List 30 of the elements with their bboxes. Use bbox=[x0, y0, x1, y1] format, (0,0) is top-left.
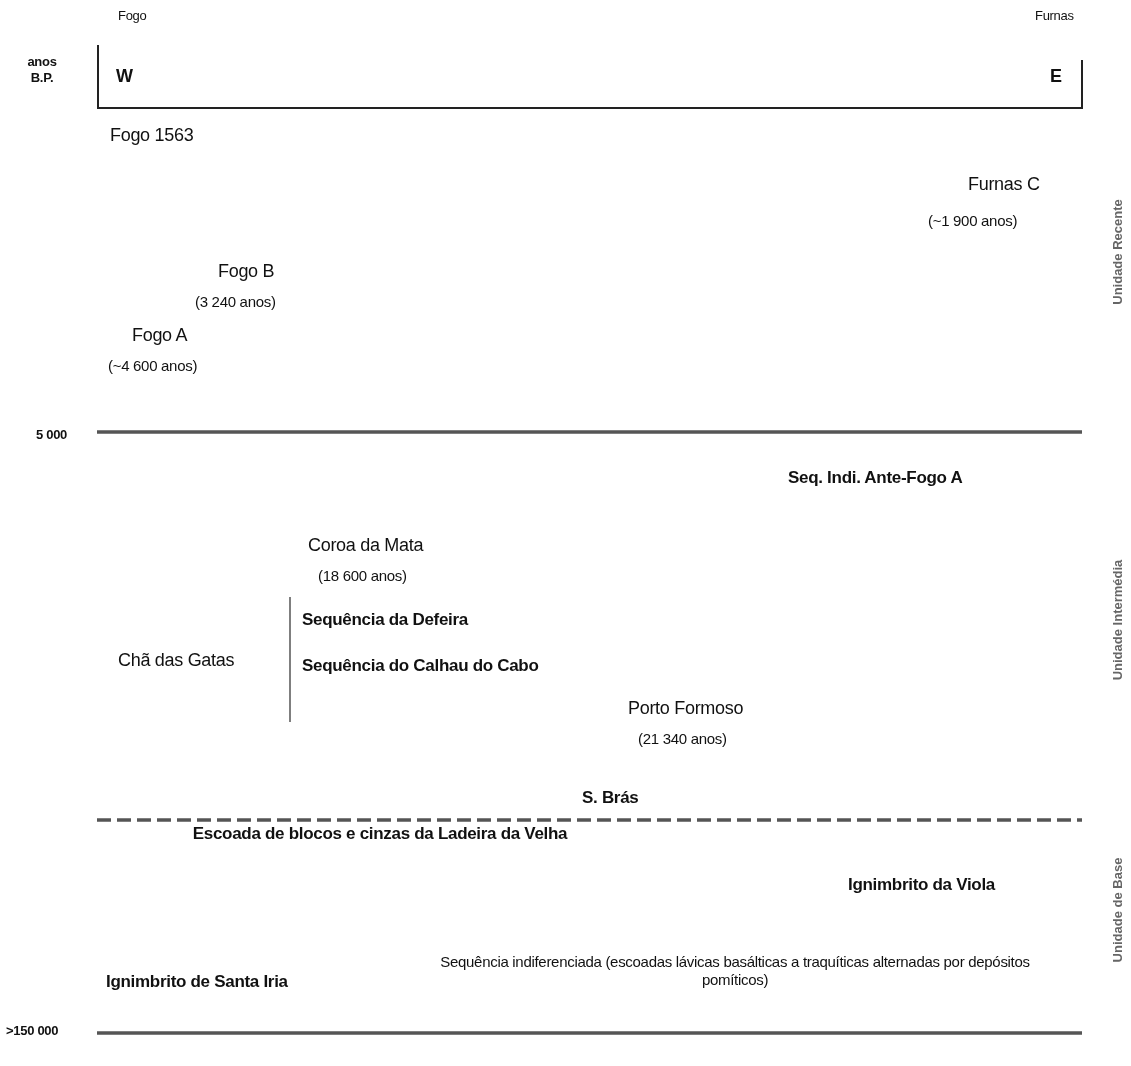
unit-name: Chã das Gatas bbox=[118, 650, 235, 672]
age-label: (3 240 anos) bbox=[195, 293, 276, 311]
unit-label: Unidade de Base bbox=[1109, 857, 1125, 963]
place-name: Furnas bbox=[1035, 8, 1074, 24]
unit-name: Furnas C bbox=[968, 174, 1040, 196]
unit-name: Sequência do Calhau do Cabo bbox=[302, 656, 540, 677]
age-label: (18 600 anos) bbox=[318, 567, 407, 585]
age-label: (21 340 anos) bbox=[638, 730, 727, 748]
unit-name: Coroa da Mata bbox=[308, 535, 424, 557]
place-name: Fogo bbox=[118, 8, 147, 24]
unit-name: Ignimbrito de Santa Iria bbox=[106, 972, 288, 993]
unit-name: Escoada de blocos e cinzas da Ladeira da Velha bbox=[191, 824, 569, 845]
unit-name: S. Brás bbox=[582, 788, 639, 809]
direction-letter: W bbox=[116, 66, 133, 88]
unit-name: Seq. Indi. Ante-Fogo A bbox=[788, 468, 963, 489]
unit-description: Sequência indiferenciada (escoadas lávicas basálticas a traquíticas alternadas por depósitos pomíticos) bbox=[439, 953, 1031, 989]
unit-label: Unidade Recente bbox=[1109, 199, 1125, 305]
axis-title: anos B.P. bbox=[26, 54, 58, 86]
unit-name: Sequência da Defeira bbox=[302, 610, 468, 631]
age-label: (~1 900 anos) bbox=[928, 212, 1018, 230]
unit-name: Fogo A bbox=[132, 325, 188, 347]
unit-name: Porto Formoso bbox=[628, 698, 744, 720]
unit-label: Unidade Intermédia bbox=[1109, 559, 1125, 681]
unit-name: Ignimbrito da Viola bbox=[848, 875, 995, 896]
age-tick-label: >150 000 bbox=[6, 1023, 59, 1039]
unit-name: Fogo B bbox=[218, 261, 275, 283]
age-label: (~4 600 anos) bbox=[108, 357, 198, 375]
age-tick-label: 5 000 bbox=[36, 427, 68, 443]
unit-name: Fogo 1563 bbox=[110, 125, 194, 147]
direction-letter: E bbox=[1050, 66, 1062, 88]
